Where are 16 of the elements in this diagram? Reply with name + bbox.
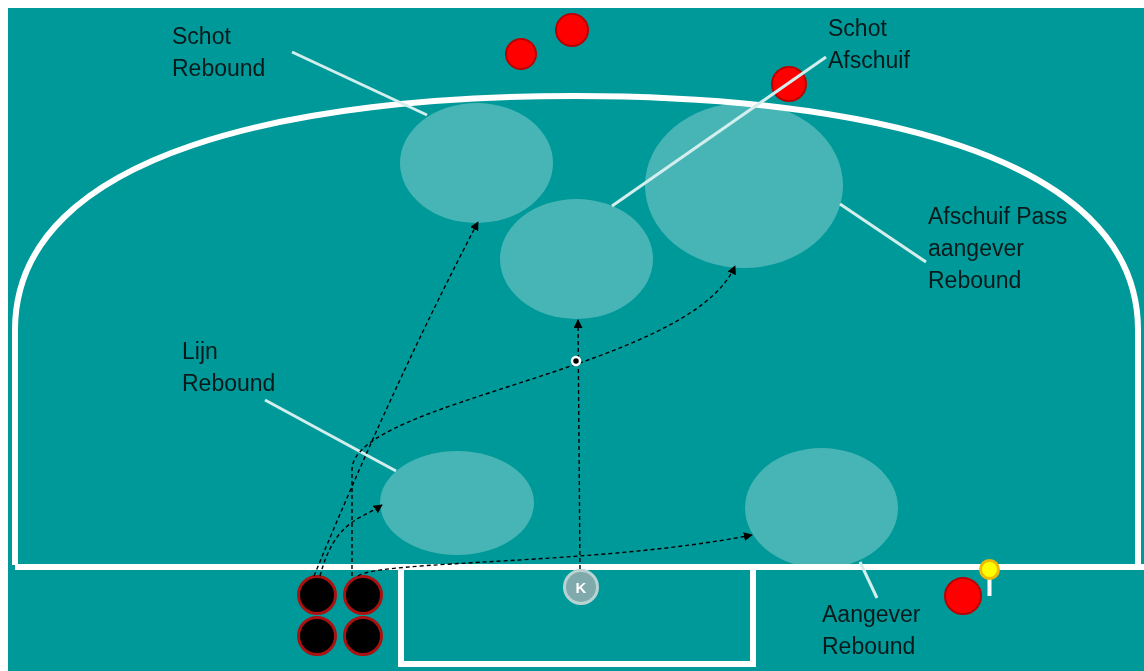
callout-label: Afschuif Pass aangever Rebound	[928, 200, 1103, 296]
leader-line	[291, 50, 428, 117]
leader-line	[611, 55, 827, 208]
movement-arrow	[357, 531, 753, 577]
movement-arrow	[351, 265, 736, 577]
leader-line	[264, 398, 397, 473]
leader-line	[839, 202, 927, 264]
leader-line	[858, 561, 879, 599]
callout-label: Schot Afschuif	[828, 12, 938, 76]
callout-label: Lijn Rebound	[182, 335, 302, 399]
callout-label: Aangever Rebound	[822, 598, 942, 662]
movement-arrow	[313, 221, 479, 577]
movement-arrow	[319, 504, 383, 577]
movement-arrow	[573, 319, 583, 570]
post-marker	[979, 559, 1000, 597]
callout-label: Schot Rebound	[172, 20, 292, 84]
